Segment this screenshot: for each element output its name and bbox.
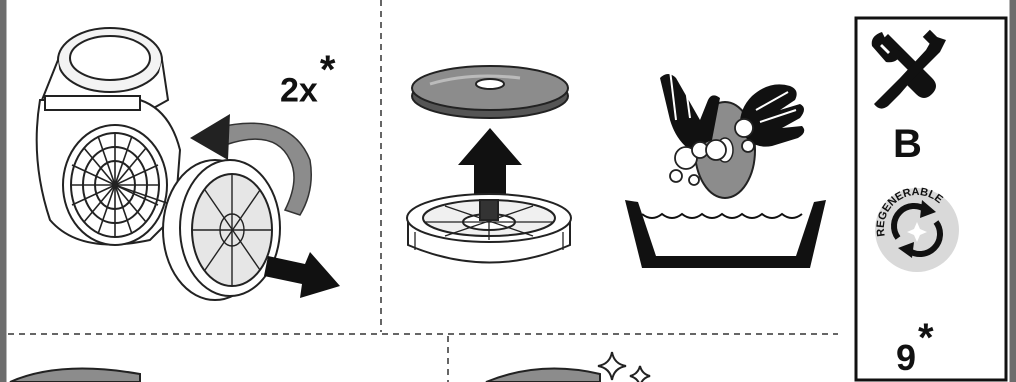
pull-out-arrow-icon: [264, 252, 340, 298]
filter-pad-drawing: [412, 66, 568, 118]
sparkle-icon: [598, 352, 650, 382]
wash-basin-drawing: [625, 70, 826, 268]
filter-holder-drawing: [407, 194, 571, 263]
quantity-label: 2x*: [280, 54, 335, 110]
fan-filter-drawing: [163, 160, 280, 300]
cycle-count-footnote-mark: *: [918, 316, 934, 360]
quantity-value: 2x: [280, 71, 318, 109]
bottom-left-pad-drawing: [10, 369, 140, 382]
cycle-count-value: 9: [896, 337, 916, 378]
filter-grade-label: B: [893, 122, 922, 167]
quantity-footnote-mark: *: [320, 48, 336, 92]
cycle-count-label: 9*: [896, 322, 934, 379]
bottom-right-pad-drawing: [486, 369, 600, 382]
